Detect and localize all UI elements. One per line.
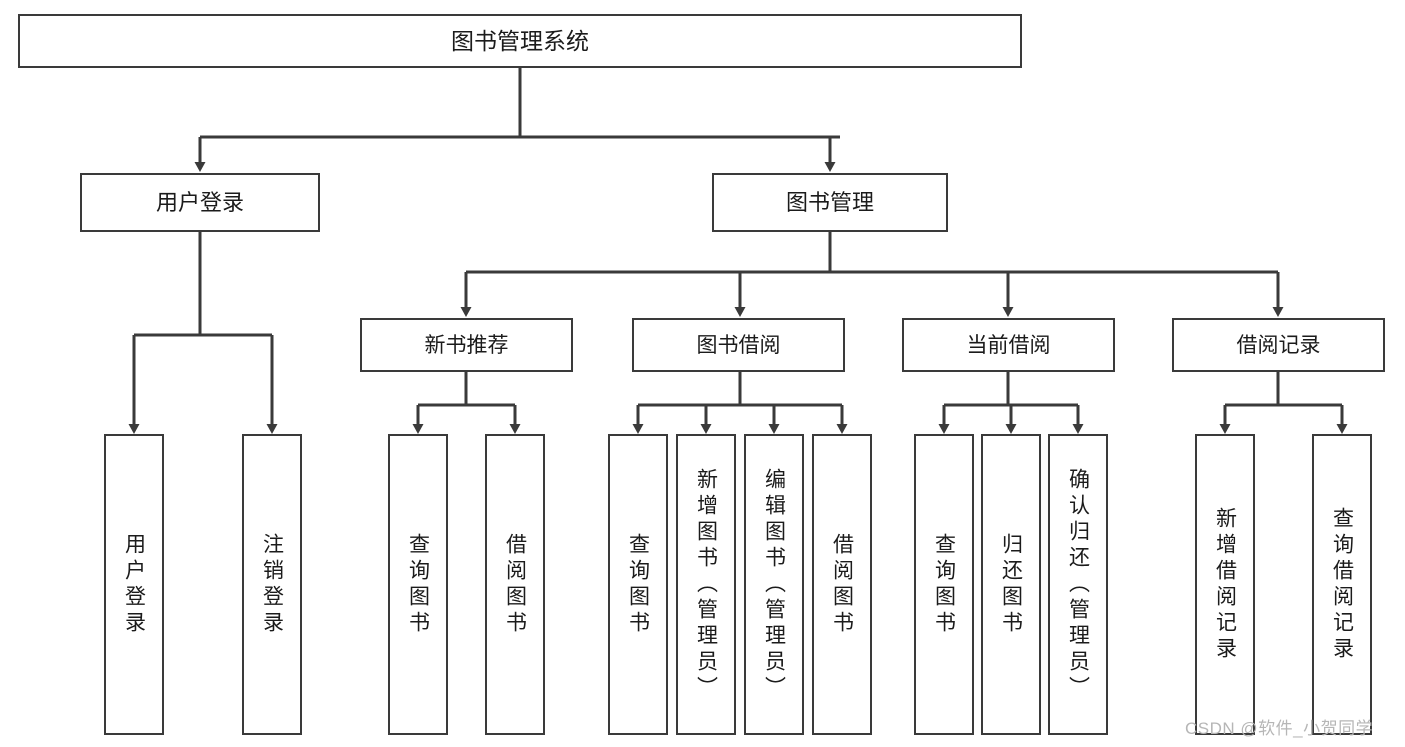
leaf-current-borrow-return[interactable]: 归还图书 — [981, 434, 1041, 735]
node-label: 借阅记录 — [1236, 333, 1321, 357]
leaf-book-borrow-edit[interactable]: 编辑图书（管理员） — [744, 434, 804, 735]
node-label: 当前借阅 — [966, 333, 1051, 357]
node-label: 新增图书（管理员） — [694, 467, 718, 702]
leaf-book-borrow-query[interactable]: 查询图书 — [608, 434, 668, 735]
leaf-book-borrow-add[interactable]: 新增图书（管理员） — [676, 434, 736, 735]
node-user-login[interactable]: 用户登录 — [80, 173, 320, 232]
node-book-management[interactable]: 图书管理 — [712, 173, 948, 232]
node-label: 确认归还（管理员） — [1066, 467, 1090, 702]
leaf-user-login-login[interactable]: 用户登录 — [104, 434, 164, 735]
node-label: 借阅图书 — [830, 532, 854, 637]
node-label: 图书管理 — [785, 189, 874, 215]
node-label: 用户登录 — [122, 532, 146, 637]
node-current-borrow[interactable]: 当前借阅 — [902, 318, 1115, 372]
node-label: 新书推荐 — [424, 333, 509, 357]
leaf-new-book-borrow[interactable]: 借阅图书 — [485, 434, 545, 735]
leaf-new-book-query[interactable]: 查询图书 — [388, 434, 448, 735]
node-label: 查询图书 — [406, 532, 430, 637]
node-label: 图书管理系统 — [451, 27, 589, 54]
leaf-user-login-logout[interactable]: 注销登录 — [242, 434, 302, 735]
node-label: 归还图书 — [999, 532, 1023, 637]
node-book-borrow[interactable]: 图书借阅 — [632, 318, 845, 372]
node-label: 查询借阅记录 — [1330, 506, 1354, 663]
watermark-text: CSDN @软件_小贺同学 — [1185, 719, 1374, 738]
node-label: 新增借阅记录 — [1213, 506, 1237, 663]
leaf-current-borrow-confirm-return[interactable]: 确认归还（管理员） — [1048, 434, 1108, 735]
node-label: 查询图书 — [626, 532, 650, 637]
leaf-borrow-record-add[interactable]: 新增借阅记录 — [1195, 434, 1255, 735]
node-label: 图书借阅 — [696, 333, 781, 357]
node-label: 用户登录 — [155, 189, 244, 215]
leaf-borrow-record-query[interactable]: 查询借阅记录 — [1312, 434, 1372, 735]
leaf-book-borrow-borrow[interactable]: 借阅图书 — [812, 434, 872, 735]
leaf-current-borrow-query[interactable]: 查询图书 — [914, 434, 974, 735]
node-label: 注销登录 — [260, 532, 284, 637]
node-borrow-record[interactable]: 借阅记录 — [1172, 318, 1385, 372]
node-new-book-recommend[interactable]: 新书推荐 — [360, 318, 573, 372]
node-label: 查询图书 — [932, 532, 956, 637]
node-label: 借阅图书 — [503, 532, 527, 637]
node-label: 编辑图书（管理员） — [762, 467, 786, 702]
node-root-system[interactable]: 图书管理系统 — [18, 14, 1022, 68]
